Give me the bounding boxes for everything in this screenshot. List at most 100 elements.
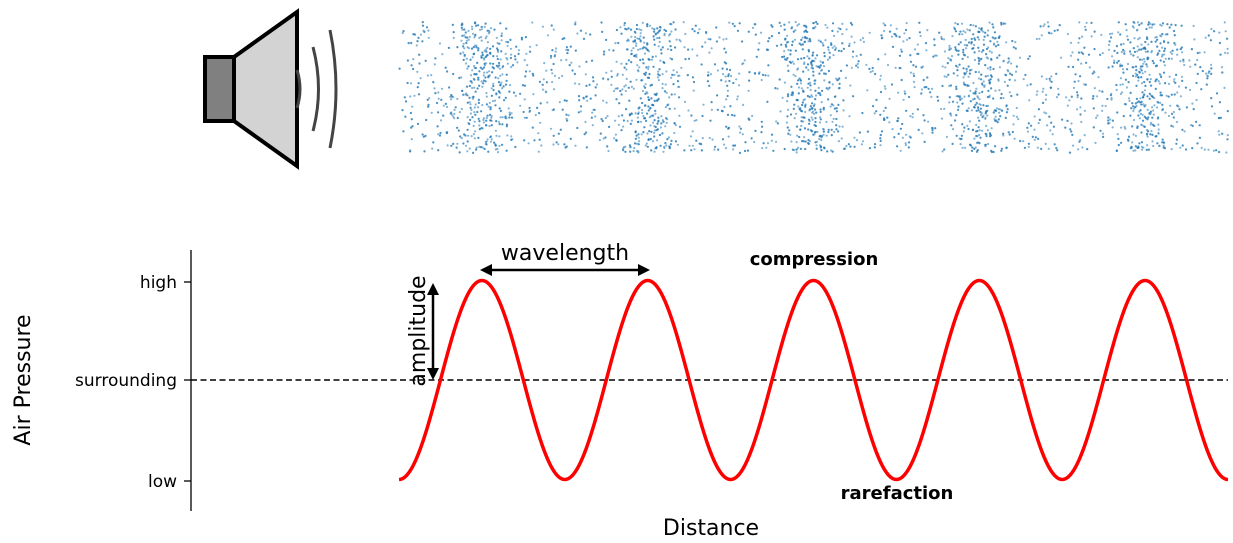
air-particle — [1181, 128, 1184, 131]
air-particle — [859, 53, 862, 56]
air-particle — [1012, 114, 1015, 117]
air-particle — [970, 42, 973, 45]
air-particle — [1181, 144, 1184, 147]
air-particle — [807, 118, 811, 121]
air-particle — [513, 55, 517, 58]
air-particle — [1053, 143, 1056, 146]
air-particle — [1226, 52, 1229, 55]
air-particle — [884, 53, 887, 56]
air-particle — [868, 31, 871, 34]
air-particle — [456, 46, 459, 49]
air-particle — [661, 132, 664, 135]
air-particle — [757, 48, 760, 51]
air-particle — [1226, 47, 1229, 51]
air-particle — [1161, 53, 1164, 57]
air-particle — [505, 125, 508, 128]
air-particle — [809, 105, 813, 108]
air-particle — [1195, 98, 1198, 102]
air-particle — [998, 89, 1001, 92]
air-particle — [923, 119, 926, 122]
air-particle — [655, 146, 658, 149]
air-particle — [874, 72, 877, 76]
air-particle — [966, 44, 969, 47]
air-particle — [1176, 91, 1179, 94]
air-particle — [485, 95, 488, 98]
air-particle — [815, 147, 818, 150]
air-particle — [976, 141, 979, 144]
air-particle — [708, 51, 711, 54]
air-particle — [797, 79, 800, 82]
air-particle — [1134, 106, 1137, 109]
air-particle — [636, 37, 639, 40]
air-particle — [454, 106, 457, 109]
air-particle — [1003, 80, 1007, 83]
air-particle — [488, 124, 491, 128]
air-particle — [1200, 88, 1203, 91]
air-particle — [1008, 133, 1011, 136]
air-particle — [1102, 135, 1105, 138]
air-particle — [645, 66, 648, 69]
air-particle — [940, 35, 943, 39]
air-particle — [1167, 41, 1170, 44]
air-particle — [1143, 46, 1146, 49]
air-particle — [473, 86, 476, 89]
air-particle — [907, 95, 911, 99]
air-particle — [1131, 66, 1134, 69]
air-particle — [727, 135, 730, 138]
air-particle — [964, 38, 967, 42]
air-particle — [824, 39, 827, 42]
air-particle — [984, 64, 987, 67]
air-particle — [1189, 65, 1192, 68]
air-particle — [799, 79, 802, 82]
air-particle — [800, 87, 804, 90]
air-particle — [998, 54, 1001, 57]
air-particle — [569, 45, 572, 48]
air-particle — [507, 107, 510, 110]
air-particle — [674, 46, 677, 49]
air-particle — [828, 81, 831, 84]
air-particle — [812, 133, 815, 136]
air-particle — [955, 85, 958, 88]
air-particle — [990, 51, 993, 54]
air-particle — [882, 109, 885, 113]
air-particle — [1210, 27, 1213, 31]
air-particle — [1092, 107, 1095, 110]
air-particle — [912, 74, 916, 78]
air-particle — [754, 129, 757, 132]
air-particle — [941, 84, 944, 88]
air-particle — [980, 50, 983, 54]
air-particle — [930, 95, 933, 98]
air-particle — [726, 113, 730, 116]
air-particle — [478, 120, 481, 123]
air-particle — [777, 31, 781, 35]
air-particle — [1006, 84, 1009, 87]
air-particle — [489, 108, 492, 111]
air-particle — [1147, 116, 1150, 119]
air-particle — [1191, 124, 1194, 127]
air-particle — [1161, 33, 1164, 36]
air-particle — [1131, 141, 1134, 144]
air-particle — [1198, 51, 1201, 54]
air-particle — [830, 149, 833, 152]
air-particle — [1176, 48, 1179, 51]
air-particle — [1016, 93, 1019, 96]
air-particle — [980, 78, 983, 81]
air-particle — [663, 34, 666, 37]
air-particle — [1036, 146, 1039, 149]
air-particle — [1173, 93, 1176, 96]
air-particle — [1055, 72, 1058, 75]
air-particle — [539, 102, 542, 105]
air-particle — [1115, 149, 1118, 153]
air-particle — [1152, 144, 1155, 148]
air-particle — [514, 58, 517, 61]
air-particle — [1019, 139, 1022, 143]
air-particle — [883, 85, 886, 88]
air-particle — [871, 70, 874, 73]
air-particle — [416, 70, 419, 73]
air-particle — [1047, 147, 1050, 150]
air-particle — [425, 26, 429, 29]
air-particle — [978, 142, 981, 145]
air-particle — [1159, 94, 1162, 97]
air-particle — [817, 39, 820, 42]
air-particle — [1007, 70, 1010, 73]
